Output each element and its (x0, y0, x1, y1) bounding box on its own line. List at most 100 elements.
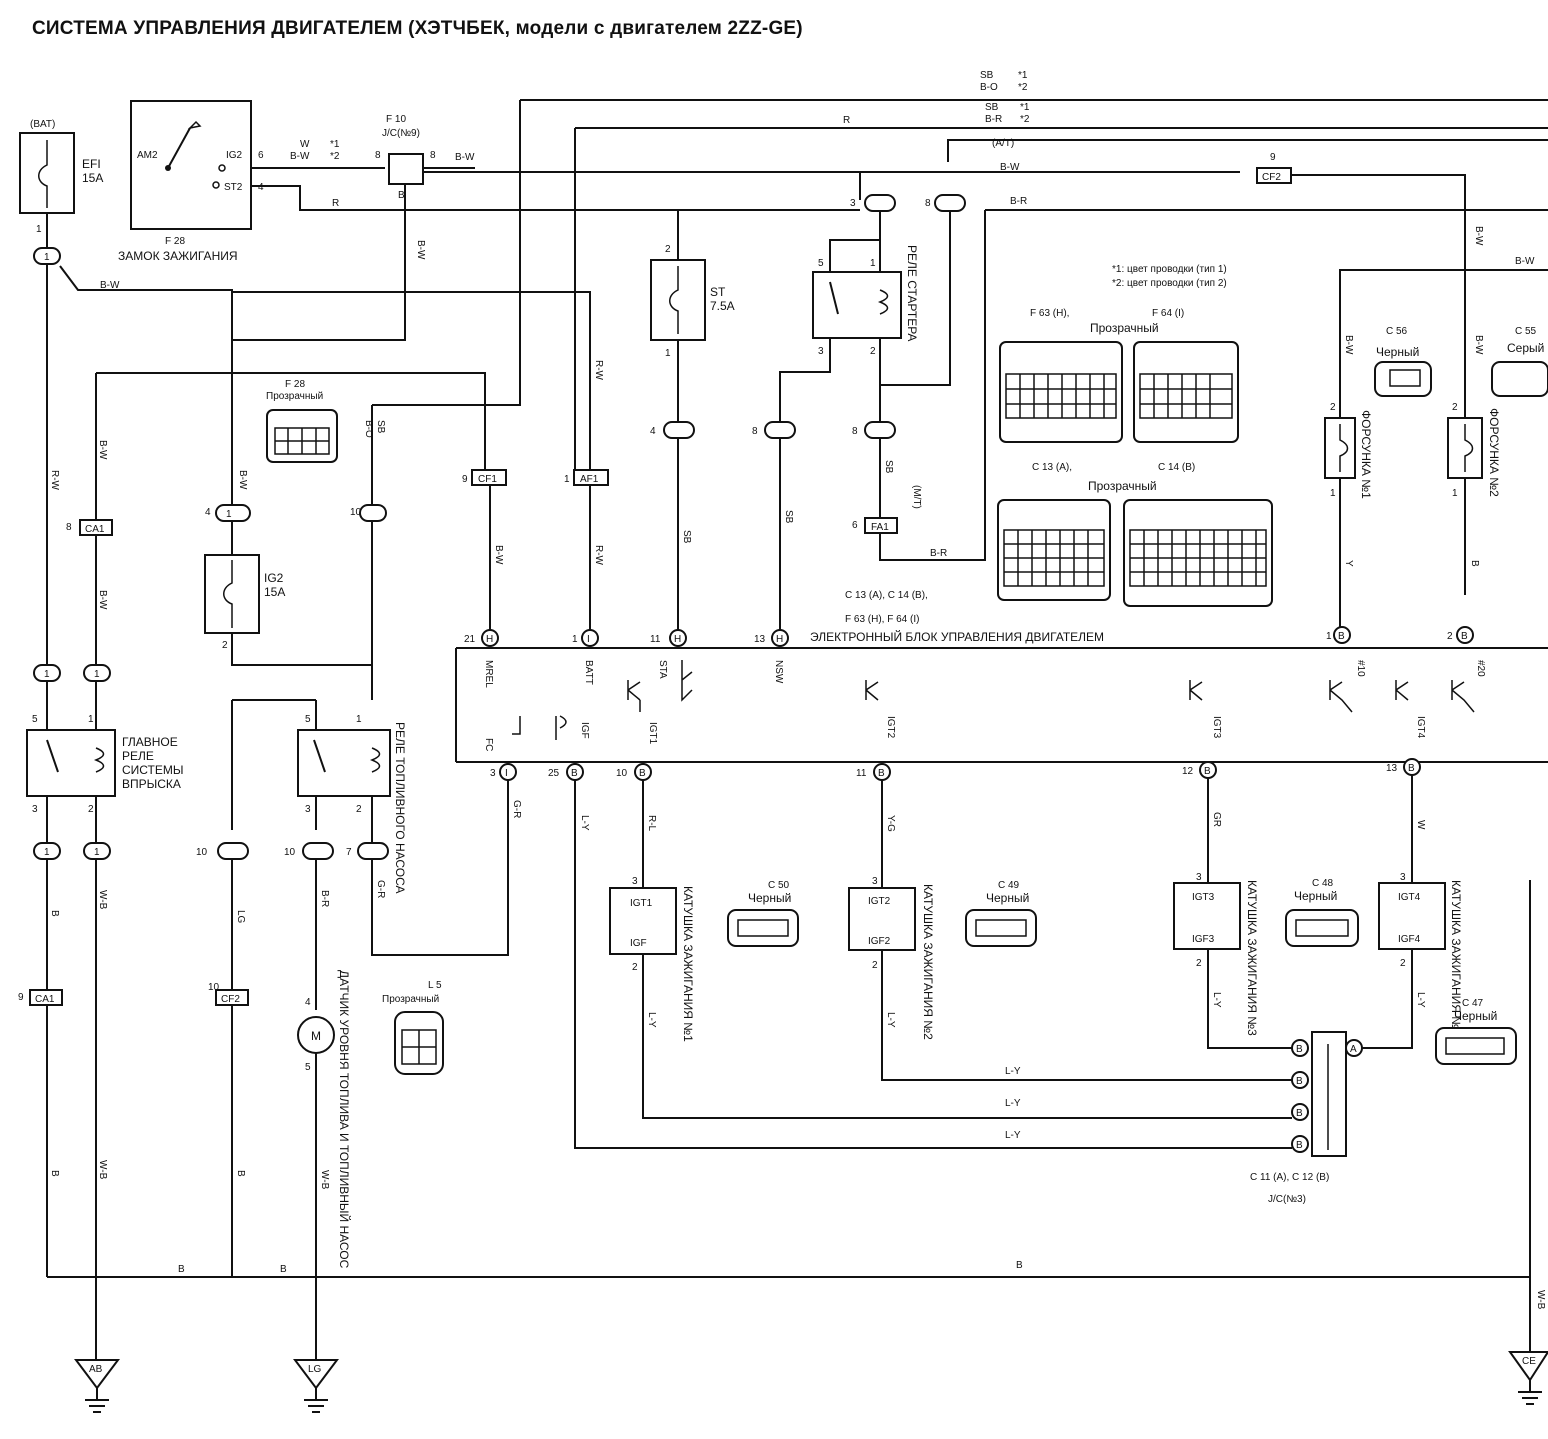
ignition-switch (130, 100, 252, 230)
wire-label-rw-main: R-W (49, 470, 60, 491)
pin-8d: 8 (925, 198, 931, 209)
st2-term: ST2 (224, 182, 243, 193)
wire-label-br: B-R (985, 114, 1002, 125)
wire-label-ly-c4: L-Y (1415, 992, 1426, 1008)
wire-label-b-gnd1: B (178, 1264, 185, 1275)
jc9-label: J/C(№9) (382, 128, 420, 139)
coil1-igt: IGT1 (630, 898, 653, 909)
pin-8b: 8 (430, 150, 436, 161)
svg-text:B: B (1296, 1044, 1303, 1055)
pin-4c: 4 (305, 997, 311, 1008)
wire-label-rw-batt: R-W (593, 360, 604, 381)
wire-label-bo: B-O (980, 82, 998, 93)
pin-9: 9 (18, 992, 24, 1003)
efi-label: EFI (82, 157, 101, 171)
ignition-switch-label: ЗАМОК ЗАЖИГАНИЯ (118, 249, 238, 263)
pin-10d: 10 (208, 982, 220, 993)
pin-2e: 2 (870, 346, 876, 357)
connector-fp-top (359, 504, 387, 522)
pin-8: 8 (375, 150, 381, 161)
svg-text:2: 2 (1447, 631, 1453, 642)
wire-label-wb-ce: W-B (1535, 1290, 1546, 1310)
fuel-pump-label: ДАТЧИК УРОВНЯ ТОПЛИВА И ТОПЛИВНЫЙ НАСОС (337, 970, 352, 1269)
pin-5b: 5 (305, 714, 311, 725)
jc3-label: J/C(№3) (1268, 1194, 1306, 1205)
svg-text:B: B (1296, 1076, 1303, 1087)
ecu-label: ЭЛЕКТРОННЫЙ БЛОК УПРАВЛЕНИЯ ДВИГАТЕЛЕМ (810, 629, 1104, 644)
pin-6: 6 (258, 150, 264, 161)
svg-text:11: 11 (650, 634, 661, 645)
wire-label-b-1: B (49, 910, 60, 917)
ig2-fuse-rating: 15A (264, 585, 285, 599)
bat-label: (BAT) (30, 119, 55, 130)
pin-1f: 1 (88, 714, 94, 725)
c48-connector (1285, 909, 1359, 947)
pin-igt1: IGT1 (647, 722, 658, 745)
wire-label-lg: LG (235, 910, 246, 924)
wire-label-bw-ca1: B-W (97, 440, 108, 460)
pin-igt3: IGT3 (1211, 716, 1222, 739)
svg-text:B: B (1296, 1108, 1303, 1119)
pin-3h: 3 (1400, 872, 1406, 883)
svg-text:A: A (1350, 1044, 1357, 1055)
coil3-igt: IGT3 (1192, 892, 1215, 903)
c13-14-desc: Прозрачный (1088, 479, 1157, 493)
wire-label-sb-starter: SB (883, 460, 894, 474)
jc3-terminals: B B B B A (1291, 1039, 1363, 1153)
pin-10b: 10 (196, 847, 208, 858)
main-relay-label-1: ГЛАВНОЕ (122, 735, 178, 749)
wire-label-bw-inj1: B-W (1343, 335, 1354, 355)
ig2-contact (218, 164, 226, 172)
c14-connector (1123, 499, 1273, 607)
pin-batt: BATT (583, 660, 594, 685)
pin-5: 5 (32, 714, 38, 725)
f64-connector (1133, 341, 1239, 443)
wire-label-sb-nsw: SB (783, 510, 794, 524)
svg-text:H: H (674, 634, 681, 645)
svg-text:13: 13 (754, 634, 766, 645)
pin-5d: 5 (818, 258, 824, 269)
pin-igt4: IGT4 (1415, 716, 1426, 739)
am2-label: AM2 (137, 150, 158, 161)
diagram-title: СИСТЕМА УПРАВЛЕНИЯ ДВИГАТЕЛЕМ (ХЭТЧБЕК, … (32, 18, 803, 39)
pin-3d: 3 (818, 346, 824, 357)
wire-label-bw-efi: B-W (100, 280, 120, 291)
wire-label-star2-ign: *2 (330, 151, 340, 162)
pin-2k: 2 (1400, 958, 1406, 969)
igf2: IGF2 (868, 936, 891, 947)
wire-label-star2b: *2 (1020, 114, 1030, 125)
junction-cf2-top (1256, 167, 1292, 184)
f63-64-desc: Прозрачный (1090, 321, 1159, 335)
wire-label-w: W (300, 139, 310, 150)
wire-label-at: (A/T) (992, 138, 1014, 149)
svg-text:H: H (486, 634, 493, 645)
pin-8e: 8 (752, 426, 758, 437)
pin-2d: 2 (665, 244, 671, 255)
wire-label-ly-igf: L-Y (579, 815, 590, 831)
svg-text:25: 25 (548, 768, 560, 779)
wire-label-br-starter: B-R (930, 548, 947, 559)
c50-code: C 50 (768, 880, 790, 891)
c50-connector (727, 909, 799, 947)
svg-text:B: B (571, 768, 578, 779)
c47-desc: Черный (1454, 1009, 1497, 1023)
c55-code: C 55 (1515, 326, 1537, 337)
wire-label-b-2: B (49, 1170, 60, 1177)
wire-label-rl: R-L (646, 815, 657, 832)
jc3-box (1311, 1031, 1347, 1157)
main-relay-label-3: СИСТЕМЫ (122, 763, 184, 777)
wire-label-w-c4: W (1415, 820, 1426, 830)
ecu-codes-2: F 63 (H), F 64 (I) (845, 614, 919, 625)
pin-3c: 3 (850, 198, 856, 209)
wire-label-star1: *1 (1018, 70, 1028, 81)
jc9-code: F 10 (386, 114, 406, 125)
wire-label-sb1: SB (980, 70, 994, 81)
wire-label-b-3: B (235, 1170, 246, 1177)
wire-label-b-gnd3: B (1016, 1260, 1023, 1271)
svg-text:10: 10 (616, 768, 628, 779)
wire-label-sb2: SB (985, 102, 999, 113)
wire-label-bw-top: B-W (1000, 162, 1020, 173)
l5-code: L 5 (428, 980, 442, 991)
